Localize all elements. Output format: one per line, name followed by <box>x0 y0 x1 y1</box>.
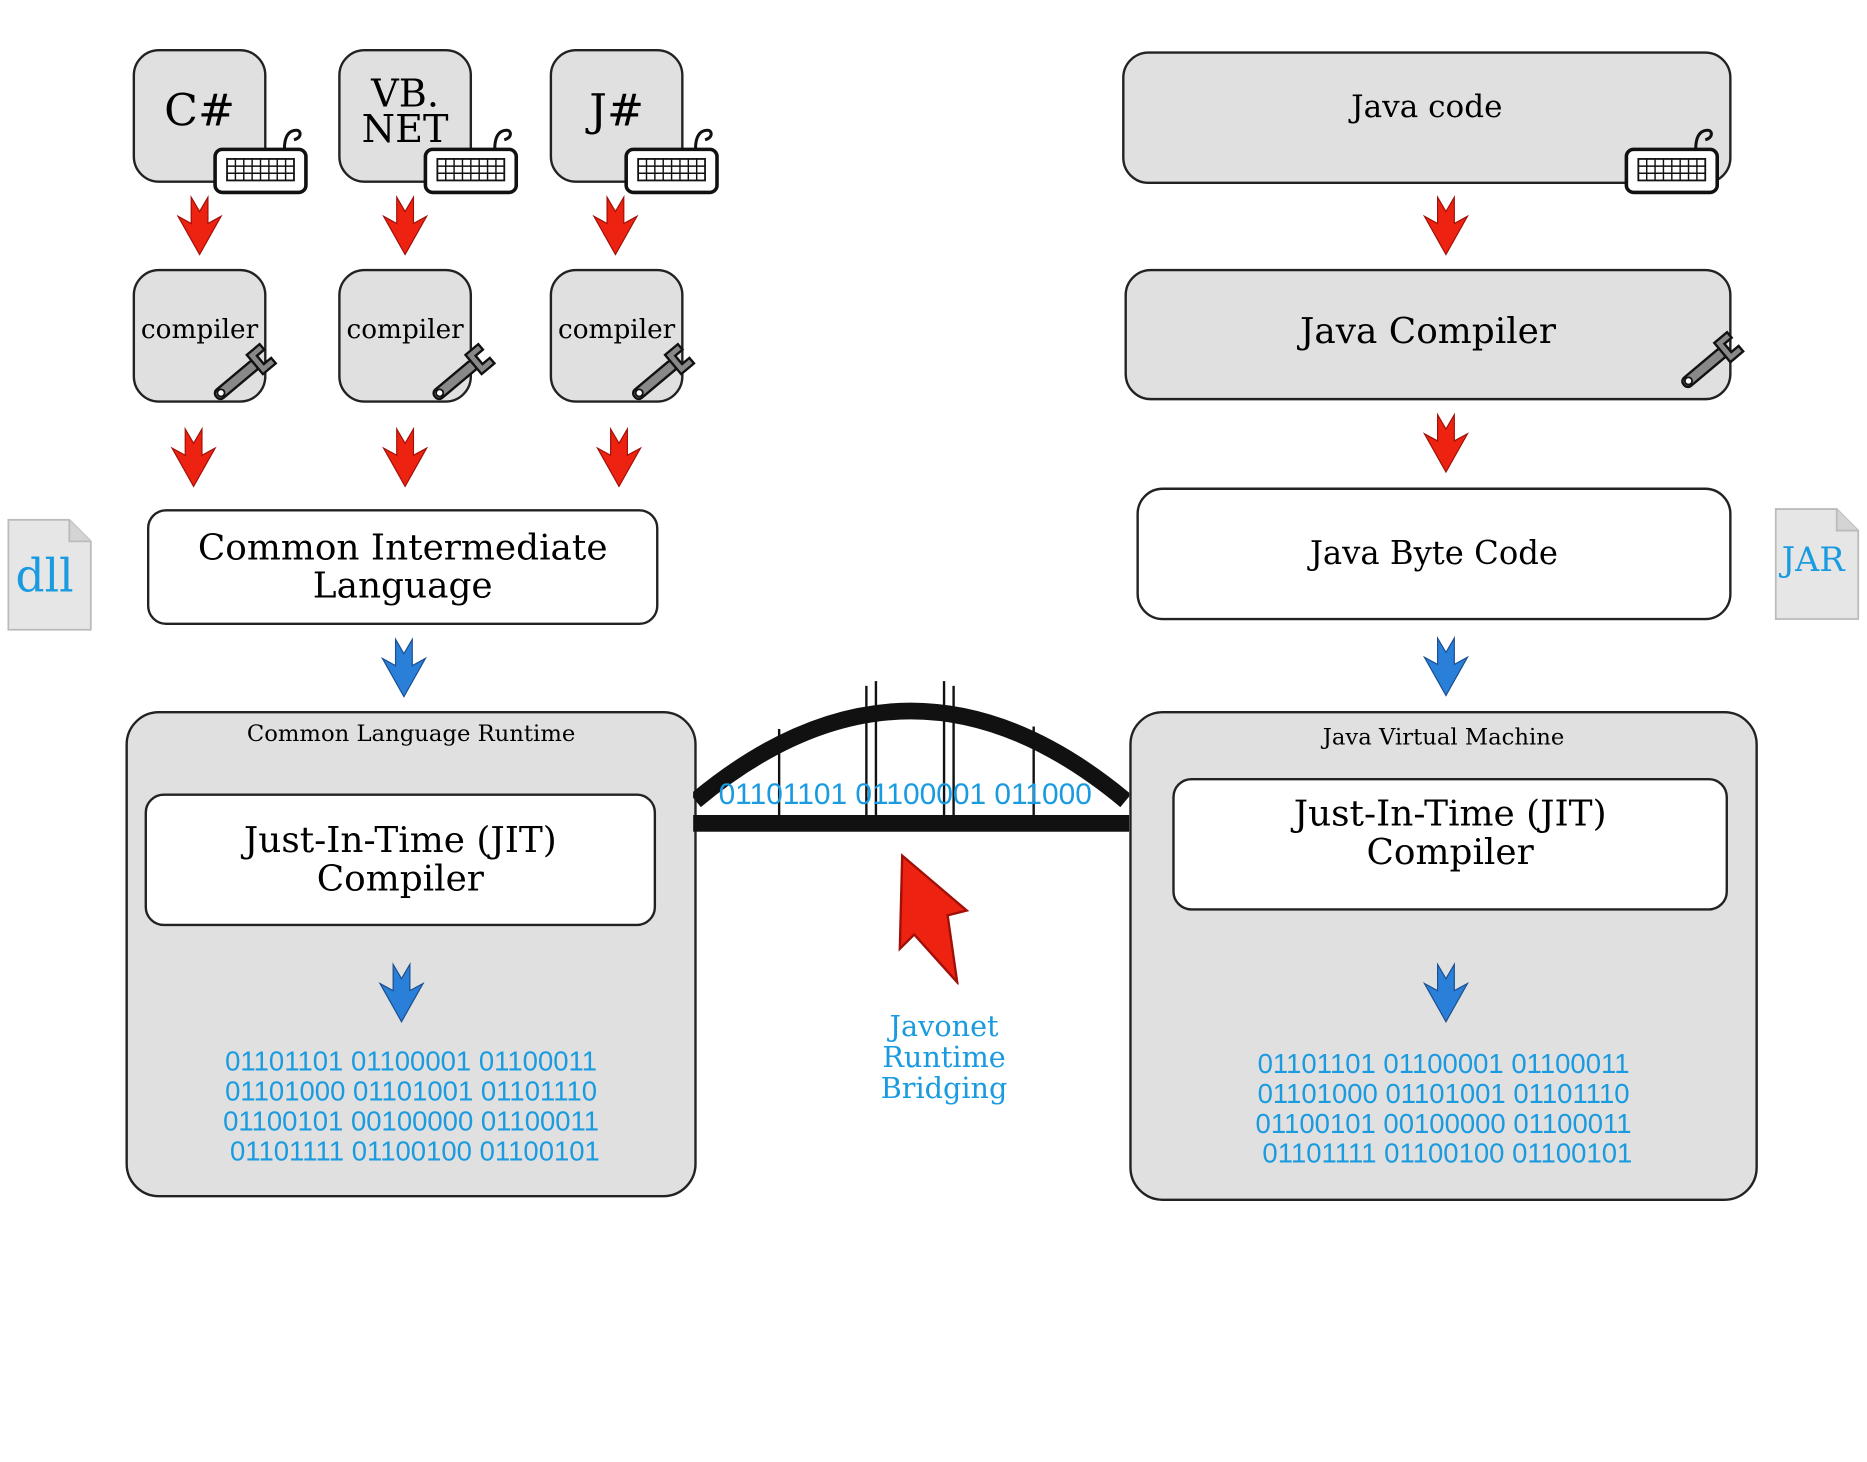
red-arrow <box>176 194 223 256</box>
red-arrow <box>1422 194 1470 256</box>
lang-label-jsharp: J# <box>589 84 645 136</box>
compiler-box-csharp: compiler <box>132 268 267 403</box>
red-arrow <box>592 194 639 256</box>
cil-label: Common Intermediate Language <box>197 526 608 607</box>
compiler-label: compiler <box>346 314 464 345</box>
wrench-icon <box>213 342 278 401</box>
keyboard-icon <box>624 128 719 195</box>
bridge-icon <box>693 681 1130 832</box>
red-arrow <box>382 194 429 256</box>
clr-container: Common Language Runtime <box>125 711 697 1198</box>
blue-arrow <box>1422 962 1470 1023</box>
blue-arrow <box>1422 635 1470 697</box>
jvm-jit-label: Just-In-Time (JIT) Compiler <box>1293 793 1607 873</box>
bridge-caption: Javonet Runtime Bridging <box>880 1009 1008 1106</box>
red-arrow <box>382 426 429 488</box>
wrench-icon <box>631 342 696 401</box>
jvm-jit-box: Just-In-Time (JIT) Compiler <box>1172 777 1728 911</box>
jvm-title: Java Virtual Machine <box>1322 724 1565 751</box>
blue-arrow <box>378 962 425 1023</box>
lang-label-csharp: C# <box>164 84 236 136</box>
file-icon <box>7 518 92 631</box>
java-code-label: Java code <box>1351 89 1503 125</box>
wrench-icon <box>432 342 497 401</box>
compiler-label: compiler <box>557 314 676 345</box>
red-arrow <box>1422 412 1470 474</box>
bridge-binary-text: 01101101 01100001 011000 <box>718 777 1092 812</box>
file-icon <box>1774 508 1860 620</box>
java-bytecode-box: Java Byte Code <box>1136 487 1732 621</box>
keyboard-icon <box>423 128 519 195</box>
java-compiler-box: Java Compiler <box>1124 268 1732 401</box>
keyboard-icon <box>213 128 308 195</box>
java-bytecode-label: Java Byte Code <box>1309 535 1558 573</box>
lang-label-vbnet: VB. NET <box>361 70 449 152</box>
wrench-icon <box>1681 330 1745 389</box>
dll-file-label: dll <box>15 549 74 603</box>
red-arrow <box>170 426 217 488</box>
clr-title: Common Language Runtime <box>246 720 576 747</box>
clr-jit-label: Just-In-Time (JIT) Compiler <box>243 819 557 900</box>
jvm-binary-text: 01101101 01100001 01100011 01101000 0110… <box>1255 1048 1633 1169</box>
red-arrow-large <box>898 853 970 985</box>
blue-arrow <box>380 637 427 698</box>
lang-box-csharp: C# <box>132 48 267 183</box>
keyboard-icon <box>1624 128 1720 195</box>
clr-jit-box: Just-In-Time (JIT) Compiler <box>144 793 657 927</box>
cil-box: Common Intermediate Language <box>146 509 659 625</box>
java-compiler-label: Java Compiler <box>1300 310 1557 352</box>
red-arrow <box>595 426 643 488</box>
clr-binary-text: 01101101 01100001 01100011 01101000 0110… <box>223 1045 600 1167</box>
compiler-label: compiler <box>140 314 259 345</box>
jar-file-label: JAR <box>1781 540 1845 580</box>
